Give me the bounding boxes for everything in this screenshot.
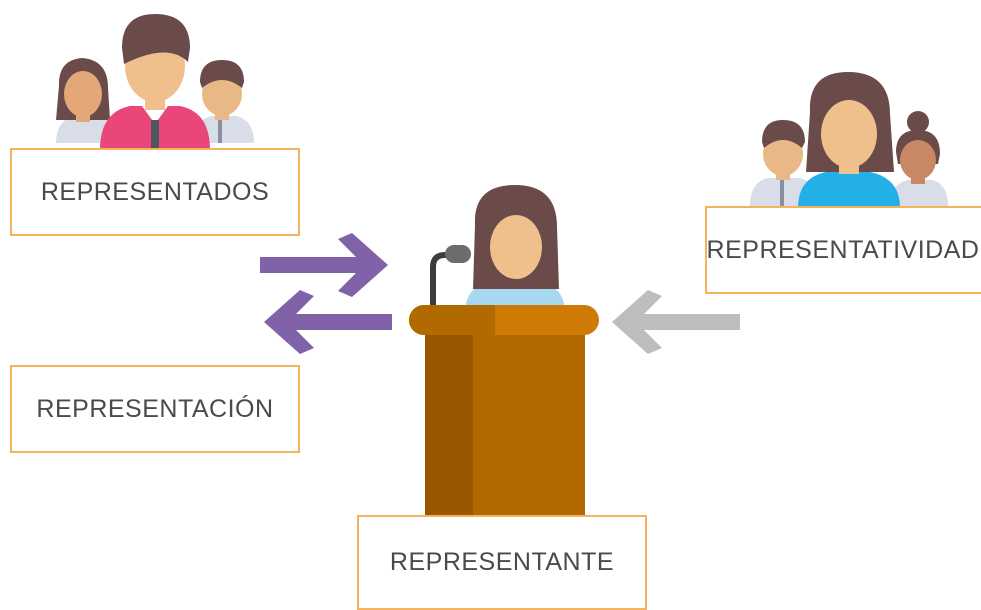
arrow-left-gray-icon xyxy=(612,290,740,354)
label-representante-text: REPRESENTANTE xyxy=(389,548,615,576)
label-representados: REPRESENTADOS xyxy=(10,148,300,236)
label-representatividad: REPRESENTATIVIDAD xyxy=(705,206,981,294)
label-representacion: REPRESENTACIÓN xyxy=(10,365,300,453)
speaker-at-podium-icon xyxy=(409,185,599,520)
microphone-icon xyxy=(430,245,471,310)
people-group-left-icon xyxy=(56,14,254,150)
arrow-left-icon xyxy=(264,290,392,354)
label-representados-text: REPRESENTADOS xyxy=(40,177,270,206)
label-representante: REPRESENTANTE xyxy=(357,515,647,610)
label-representacion-text: REPRESENTACIÓN xyxy=(36,394,274,423)
label-representatividad-text: REPRESENTATIVIDAD xyxy=(706,235,980,264)
people-group-right-icon xyxy=(750,72,948,208)
arrow-right-icon xyxy=(260,233,388,297)
